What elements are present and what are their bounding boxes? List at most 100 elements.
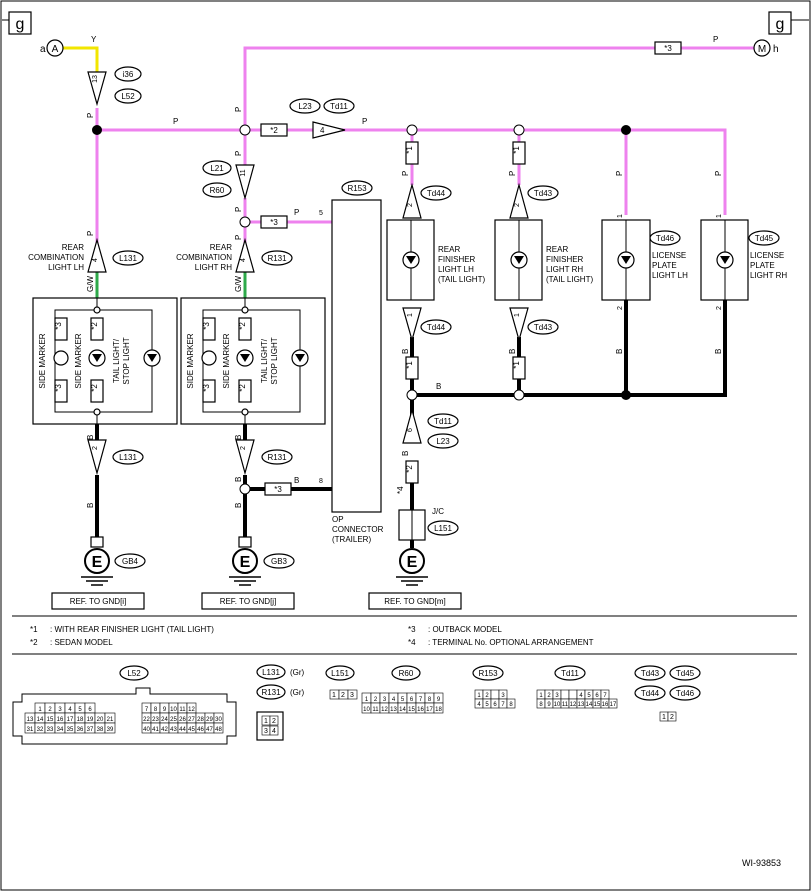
pin-number: 5 — [78, 707, 82, 713]
svg-text:P: P — [86, 113, 95, 118]
pin-number: 7 — [501, 702, 505, 708]
svg-text:P: P — [173, 117, 178, 126]
pin-number: 3 — [58, 707, 62, 713]
svg-text:(Gr): (Gr) — [290, 668, 305, 677]
svg-text:*3: *3 — [270, 218, 278, 227]
pin-number: 6 — [493, 702, 497, 708]
svg-text:*4: *4 — [396, 486, 405, 494]
pin-number: 19 — [87, 717, 94, 723]
svg-text:*2: *2 — [90, 384, 99, 392]
svg-text:*2: *2 — [30, 638, 38, 647]
svg-text:2: 2 — [240, 446, 247, 450]
pin-number: 43 — [170, 727, 177, 733]
pin-number: 1 — [539, 693, 543, 699]
svg-text:P: P — [234, 151, 243, 156]
pin-number: 13 — [27, 717, 34, 723]
pin-number: 4 — [477, 702, 481, 708]
pin-number: 1 — [477, 693, 481, 699]
pin-number: 1 — [38, 707, 42, 713]
svg-text:i36: i36 — [123, 70, 134, 79]
svg-text:OP: OP — [332, 515, 344, 524]
svg-text:R153: R153 — [478, 669, 498, 678]
pin-number: 2 — [547, 693, 551, 699]
svg-text:REAR: REAR — [438, 245, 460, 254]
svg-text:g: g — [16, 16, 25, 33]
svg-text:*1: *1 — [512, 361, 521, 369]
ground-gb4: E — [81, 536, 113, 586]
svg-text:P: P — [234, 207, 243, 212]
svg-text:*3: *3 — [54, 322, 63, 330]
pin-number: 38 — [97, 727, 104, 733]
pin-number: 32 — [37, 727, 44, 733]
svg-text:*1: *1 — [30, 625, 38, 634]
svg-text:LIGHT LH: LIGHT LH — [48, 263, 84, 272]
svg-text:Td11: Td11 — [561, 669, 579, 678]
svg-text:LICENSE: LICENSE — [750, 251, 784, 260]
svg-text:SIDE MARKER: SIDE MARKER — [186, 333, 195, 388]
svg-text:1: 1 — [617, 214, 624, 218]
svg-text:P: P — [234, 107, 243, 112]
pin-number: 15 — [47, 717, 54, 723]
svg-text:REAR: REAR — [210, 243, 232, 252]
pin-number: 2 — [48, 707, 52, 713]
svg-text:R153: R153 — [347, 184, 367, 193]
pin-number: 11 — [179, 707, 186, 713]
pin-number: 31 — [27, 727, 34, 733]
svg-text:A: A — [52, 44, 59, 55]
svg-text:REF. TO GND[j]: REF. TO GND[j] — [220, 597, 277, 606]
svg-text:L23: L23 — [298, 102, 312, 111]
pin-number: 3 — [501, 693, 505, 699]
diagram-id: WI-93853 — [742, 858, 781, 868]
pin-number: 9 — [437, 697, 441, 703]
svg-text:g: g — [776, 16, 785, 33]
svg-text:B: B — [436, 382, 441, 391]
ground-l151: E — [396, 548, 428, 586]
pin-number: 42 — [161, 727, 168, 733]
pin-number: 1 — [365, 697, 369, 703]
svg-text:*2: *2 — [405, 465, 414, 473]
svg-text:B: B — [234, 503, 243, 508]
svg-text:(Gr): (Gr) — [290, 688, 305, 697]
svg-text:E: E — [407, 554, 418, 571]
svg-text:: TERMINAL No. OPTIONAL ARRANG: : TERMINAL No. OPTIONAL ARRANGEMENT — [428, 638, 594, 647]
svg-text:Td45: Td45 — [755, 234, 774, 243]
pin-number: 10 — [554, 702, 561, 708]
svg-text:M: M — [758, 44, 766, 55]
svg-text:GB3: GB3 — [271, 557, 288, 566]
ground-references: REF. TO GND[i] REF. TO GND[j] REF. TO GN… — [51, 592, 462, 610]
svg-text:h: h — [773, 44, 779, 55]
svg-text:Y: Y — [91, 35, 97, 44]
pin-number: 37 — [87, 727, 94, 733]
svg-text:LIGHT LH: LIGHT LH — [652, 271, 688, 280]
svg-text:4: 4 — [92, 258, 99, 262]
svg-text:SIDE MARKER: SIDE MARKER — [222, 333, 231, 388]
pin-number: 2 — [485, 693, 489, 699]
license-plate-light-lh: LICENSE PLATE LIGHT LH — [601, 219, 688, 301]
pin-number: 3 — [383, 697, 387, 703]
pin-number: 22 — [143, 717, 150, 723]
svg-text:(TAIL LIGHT): (TAIL LIGHT) — [438, 275, 485, 284]
pin-number: 23 — [152, 717, 159, 723]
pin-number: 40 — [143, 727, 150, 733]
pin-number: 17 — [67, 717, 74, 723]
svg-text:a: a — [40, 44, 46, 55]
svg-text:CONNECTOR: CONNECTOR — [332, 525, 384, 534]
svg-text:1: 1 — [514, 313, 521, 317]
svg-text:1: 1 — [264, 718, 268, 725]
pin-number: 13 — [578, 702, 585, 708]
pin-number: 27 — [188, 717, 195, 723]
pin-number: 14 — [399, 707, 406, 713]
svg-text:L131: L131 — [119, 453, 137, 462]
pin-number: 9 — [163, 707, 167, 713]
svg-text:P: P — [86, 231, 95, 236]
pin-number: 21 — [107, 717, 114, 723]
pin-number: 2 — [374, 697, 378, 703]
pin-number: 20 — [97, 717, 104, 723]
pin-number: 48 — [215, 727, 222, 733]
pin-number: 25 — [170, 717, 177, 723]
legend-notes: *1: WITH REAR FINISHER LIGHT (TAIL LIGHT… — [30, 625, 594, 647]
pin-number: 15 — [408, 707, 415, 713]
svg-text:Td11: Td11 — [330, 102, 348, 111]
svg-text:P: P — [294, 208, 299, 217]
